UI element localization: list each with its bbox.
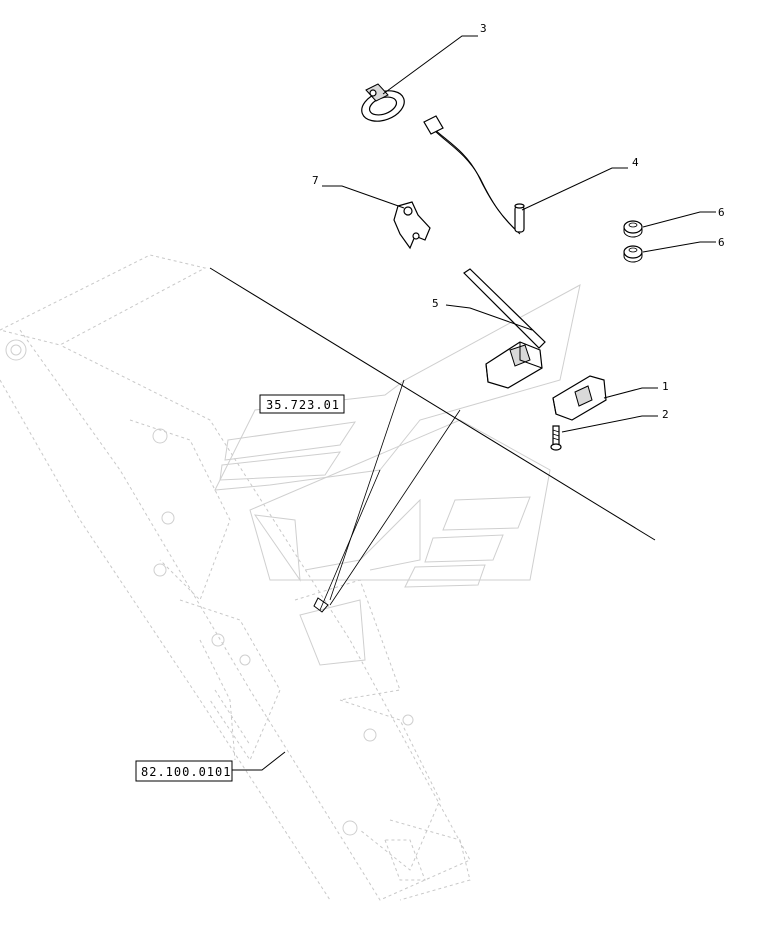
callout-3: 3: [480, 22, 487, 35]
reference-label-cab: 35.723.01: [266, 398, 340, 412]
part-7-bracket: [393, 201, 431, 250]
reference-box-cab: 35.723.01: [259, 394, 345, 414]
reference-box-loader: 82.100.0101: [135, 760, 233, 782]
callout-7: 7: [312, 174, 319, 187]
callout-6b: 6: [718, 236, 725, 249]
callout-leaders: [232, 35, 716, 771]
part-6-washers: [623, 220, 643, 263]
callout-2: 2: [662, 408, 669, 421]
callout-numbers: 3 4 7 6 6 5 1 2: [312, 22, 725, 421]
part-3-clamp: [361, 83, 405, 122]
part-4-sensor: [423, 115, 525, 235]
callout-1: 1: [662, 380, 669, 393]
cab-block-outline: [214, 284, 581, 588]
part-5-rod-clamp: [463, 268, 546, 389]
callout-6a: 6: [718, 206, 725, 219]
callout-5: 5: [432, 297, 439, 310]
reference-label-loader: 82.100.0101: [141, 765, 231, 779]
loader-arm-outline: [0, 254, 471, 901]
section-lines: [209, 267, 656, 613]
callout-4: 4: [632, 156, 639, 169]
part-1-clamp-half: [552, 375, 607, 421]
part-2-bolt: [550, 425, 562, 451]
